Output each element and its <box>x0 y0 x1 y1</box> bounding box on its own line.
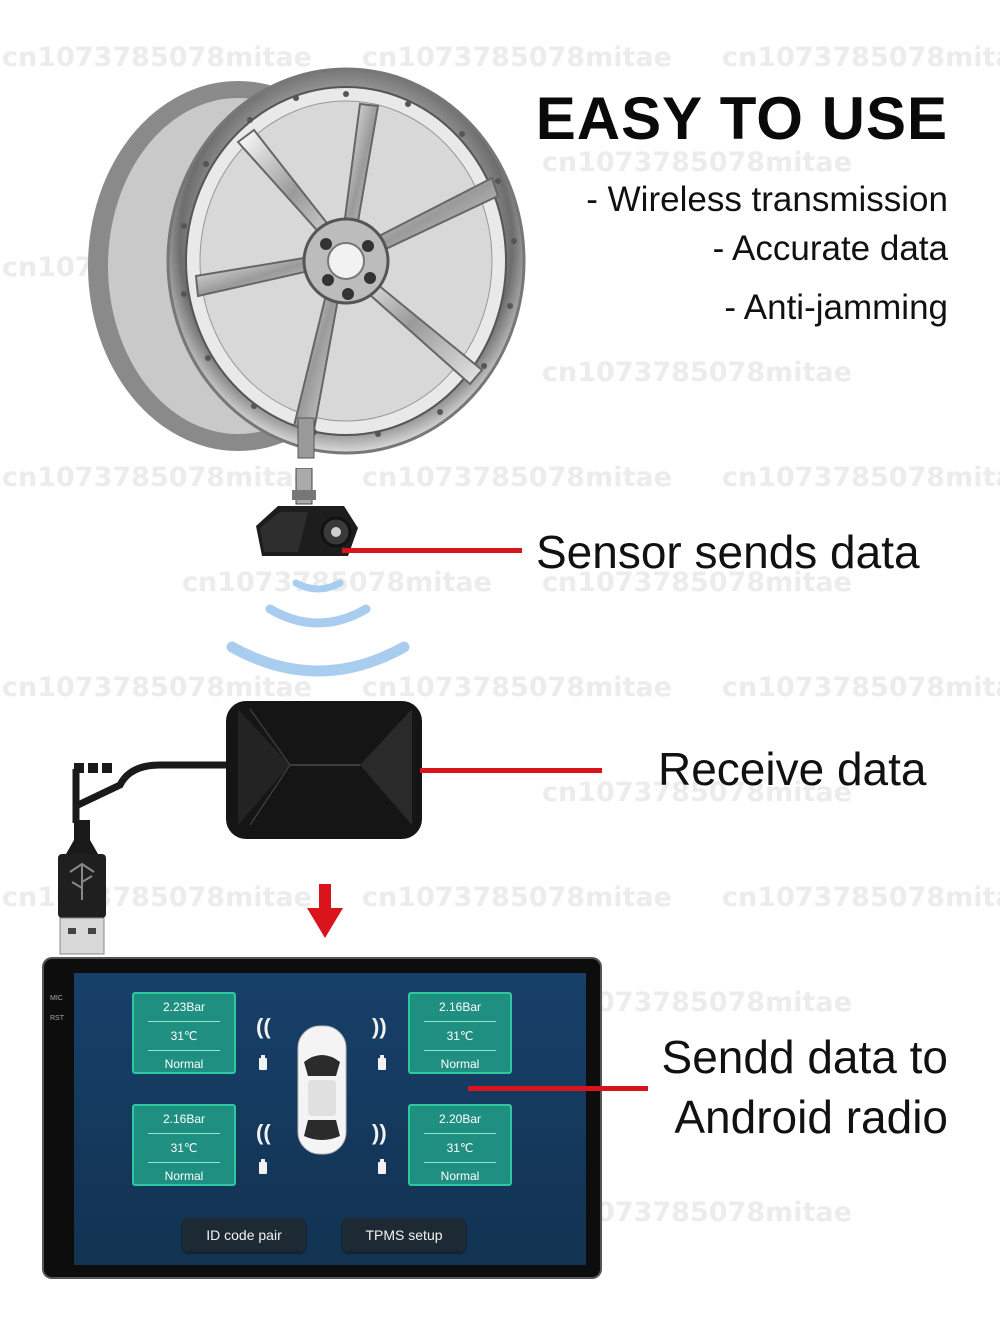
feature-item: - Accurate data <box>712 229 948 268</box>
watermark: cn1073785078mitae <box>362 42 672 73</box>
watermark: cn1073785078mitae <box>2 42 312 73</box>
watermark: cn1073785078mitae <box>362 882 672 913</box>
watermark: cn1073785078mitae <box>542 357 852 388</box>
wheel-icon <box>88 67 526 459</box>
tpms-sensor-icon <box>256 468 358 556</box>
status-value: Normal <box>164 1169 204 1183</box>
pressure-value: 2.16Bar <box>438 1000 482 1014</box>
feature-item: - Anti-jamming <box>724 288 948 327</box>
tire-tile-rear-right: 2.20Bar 31℃ Normal <box>408 1104 512 1186</box>
id-code-pair-button[interactable]: ID code pair <box>182 1218 306 1252</box>
signal-icon: )) <box>372 1120 387 1145</box>
tire-tile-front-right: 2.16Bar 31℃ Normal <box>408 992 512 1074</box>
tpms-setup-button[interactable]: TPMS setup <box>342 1218 466 1252</box>
watermark: cn1073785078mitae <box>2 882 312 913</box>
sensor-callout: Sensor sends data <box>536 526 920 578</box>
signal-icon: (( <box>256 1120 271 1145</box>
page-title: EASY TO USE <box>535 85 948 152</box>
temperature-value: 31℃ <box>170 1029 198 1043</box>
watermark: cn1073785078mitae <box>362 462 672 493</box>
temperature-value: 31℃ <box>170 1141 198 1155</box>
battery-icon <box>378 1159 386 1174</box>
watermark: cn1073785078mitae <box>2 462 312 493</box>
receiver-callout: Receive data <box>658 743 927 795</box>
watermark: cn1073785078mitae <box>542 567 852 598</box>
status-value: Normal <box>440 1169 480 1183</box>
sensor-leader-line <box>342 548 522 553</box>
signal-waves-icon <box>226 579 410 677</box>
status-value: Normal <box>164 1057 204 1071</box>
rst-label: RST <box>50 1015 64 1022</box>
feature-item: - Wireless transmission <box>586 180 948 219</box>
watermark: cn1073785078mitae <box>2 672 312 703</box>
temperature-value: 31℃ <box>446 1029 474 1043</box>
status-value: Normal <box>440 1057 480 1071</box>
usb-plug-icon <box>58 820 106 955</box>
watermark: cn1073785078mitae <box>722 882 1000 913</box>
watermark: cn1073785078mitae <box>542 147 852 178</box>
signal-icon: )) <box>372 1014 387 1039</box>
watermark: cn1073785078mitae <box>722 42 1000 73</box>
radio-callout-line1: Sendd data to <box>661 1031 948 1083</box>
pressure-value: 2.16Bar <box>162 1112 206 1126</box>
watermark: cn1073785078mitae <box>722 672 1000 703</box>
pressure-value: 2.23Bar <box>162 1000 206 1014</box>
receiver-leader-line <box>420 768 602 773</box>
pressure-value: 2.20Bar <box>438 1112 482 1126</box>
radio-callout-line2: Android radio <box>674 1091 948 1143</box>
battery-icon <box>259 1055 267 1070</box>
radio-leader-line <box>468 1086 648 1091</box>
tire-tile-rear-left: 2.16Bar 31℃ Normal <box>132 1104 236 1186</box>
temperature-value: 31℃ <box>446 1141 474 1155</box>
battery-icon <box>259 1159 267 1174</box>
watermark: cn1073785078mitae <box>722 462 1000 493</box>
tire-tile-front-left: 2.23Bar 31℃ Normal <box>132 992 236 1074</box>
watermark: cn1073785078mitae <box>362 672 672 703</box>
mic-label: MIC <box>50 995 63 1002</box>
watermark: cn1073785078mitae <box>542 777 852 808</box>
down-arrow-icon <box>307 884 343 938</box>
car-top-view-icon <box>297 1025 347 1155</box>
receiver-box-icon <box>72 701 422 839</box>
battery-icon <box>378 1055 386 1070</box>
signal-icon: (( <box>256 1014 271 1039</box>
